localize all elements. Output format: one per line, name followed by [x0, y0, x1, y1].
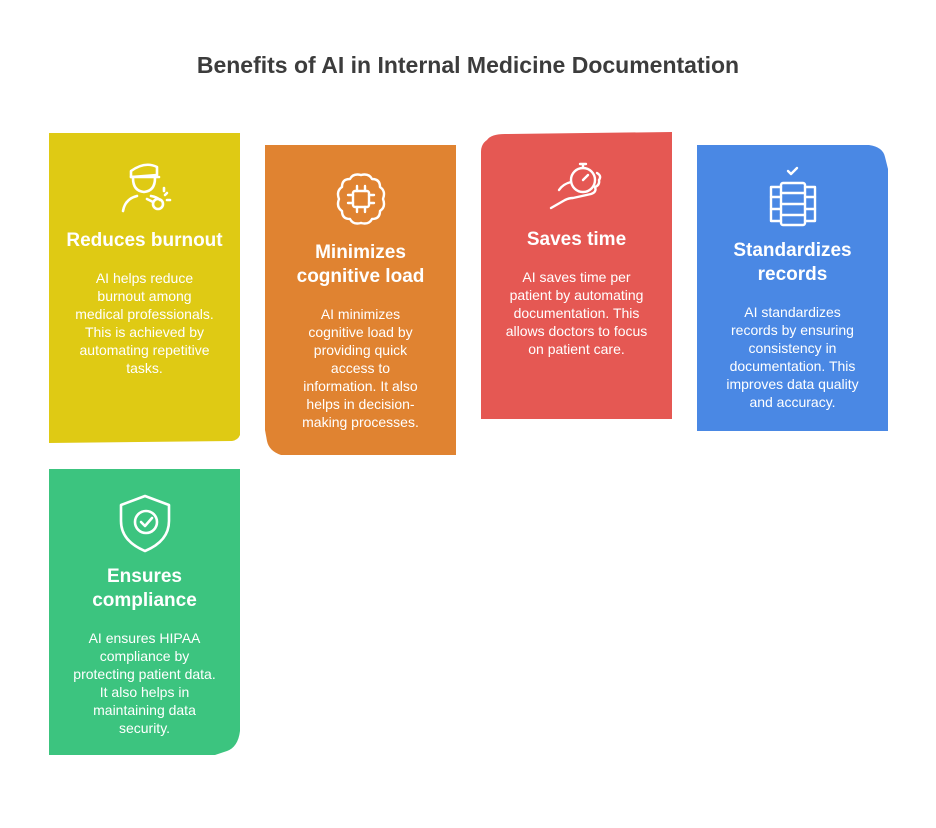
- card-ensures-compliance: Ensures compliance AI ensures HIPAA comp…: [49, 469, 240, 755]
- card-title: Minimizes cognitive load: [296, 242, 425, 287]
- card-title: Standardizes records: [733, 240, 852, 285]
- shield-check-icon: [119, 494, 170, 553]
- page-title: Benefits of AI in Internal Medicine Docu…: [196, 52, 740, 78]
- card-description: AI saves time per patient by automating …: [505, 269, 648, 357]
- card-description: AI helps reduce burnout among medical pr…: [75, 270, 214, 376]
- card-background: [265, 145, 456, 455]
- card-background: [697, 145, 888, 431]
- card-background: [481, 132, 672, 419]
- card-title: Ensures compliance: [92, 566, 197, 611]
- card-background: [49, 133, 240, 443]
- card-minimizes-cognitive-load: Minimizes cognitive load AI minimizes co…: [265, 145, 456, 455]
- card-title: Reduces burnout: [66, 230, 223, 251]
- card-description: AI minimizes cognitive load by providing…: [302, 306, 419, 430]
- doctor-with-whistle-icon: [121, 163, 171, 213]
- records-stack-icon: [769, 166, 816, 227]
- card-title: Saves time: [526, 229, 627, 250]
- card-reduces-burnout: Reduces burnout AI helps reduce burnout …: [49, 133, 240, 443]
- card-background: [49, 469, 240, 755]
- hand-stopwatch-icon: [549, 162, 601, 210]
- card-description: AI standardizes records by ensuring cons…: [726, 304, 859, 410]
- card-saves-time: Saves time AI saves time per patient by …: [481, 132, 672, 419]
- card-description: AI ensures HIPAA compliance by protectin…: [73, 630, 216, 736]
- card-standardizes-records: Standardizes records AI standardizes rec…: [697, 145, 888, 431]
- brain-chip-icon: [336, 173, 385, 225]
